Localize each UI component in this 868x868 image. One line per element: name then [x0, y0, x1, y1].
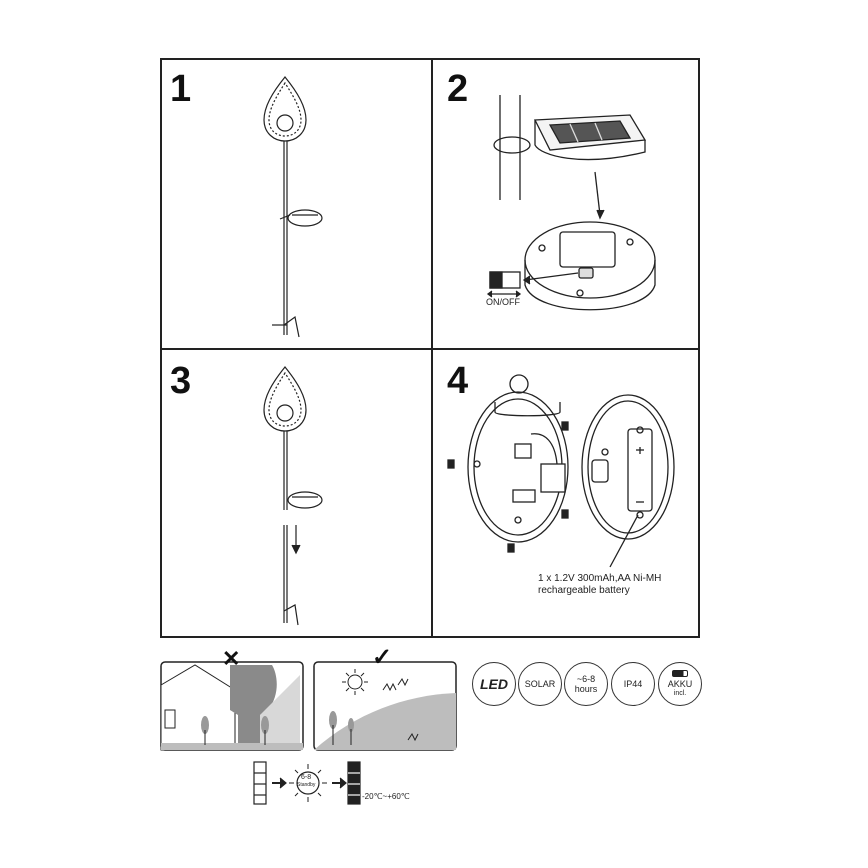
hours-badge-line2: hours [574, 684, 598, 694]
standby-label: Standby [297, 782, 316, 788]
ip-rating-label: IP44 [623, 679, 643, 689]
bad-placement-mark: ✕ [222, 646, 241, 671]
solar-badge: SOLAR [518, 662, 562, 706]
good-placement-mark: ✓ [372, 644, 393, 671]
battery-caption-line2: rechargeable battery [538, 585, 630, 596]
solar-unit-switch-illustration [486, 95, 656, 311]
step-3-number: 3 [170, 360, 192, 402]
step-1-number: 1 [170, 68, 192, 110]
battery-icon [672, 669, 688, 677]
led-badge: LED [472, 662, 516, 706]
placement-shaded-bad-illustration [160, 661, 304, 751]
step-4-number: 4 [447, 360, 469, 402]
on-off-label: ON/OFF [486, 297, 520, 307]
ip-rating-badge: IP44 [611, 662, 655, 706]
placement-sunny-good-illustration [313, 661, 457, 751]
charge-hours-label: 6-8 [301, 774, 312, 781]
instruction-grid [160, 58, 700, 638]
grid-divider-horizontal [162, 348, 698, 350]
hours-badge: ~6-8 hours [564, 662, 608, 706]
hours-badge-line1: ~6-8 [576, 674, 596, 684]
akku-badge-line2: incl. [673, 689, 687, 697]
akku-badge: AKKU incl. [658, 662, 702, 706]
led-badge-label: LED [480, 676, 508, 692]
step-2-number: 2 [447, 68, 469, 110]
battery-caption-line1: 1 x 1.2V 300mAh,AA Ni-MH [538, 573, 662, 584]
battery-compartment-illustration [447, 374, 675, 568]
akku-badge-line1: AKKU [667, 678, 693, 689]
temperature-range: -20℃~+60℃ [362, 792, 410, 801]
charging-sequence-illustration [253, 761, 361, 805]
assembled-light-illustration [263, 76, 323, 338]
solar-badge-label: SOLAR [524, 679, 556, 689]
stake-insertion-illustration [263, 366, 323, 626]
